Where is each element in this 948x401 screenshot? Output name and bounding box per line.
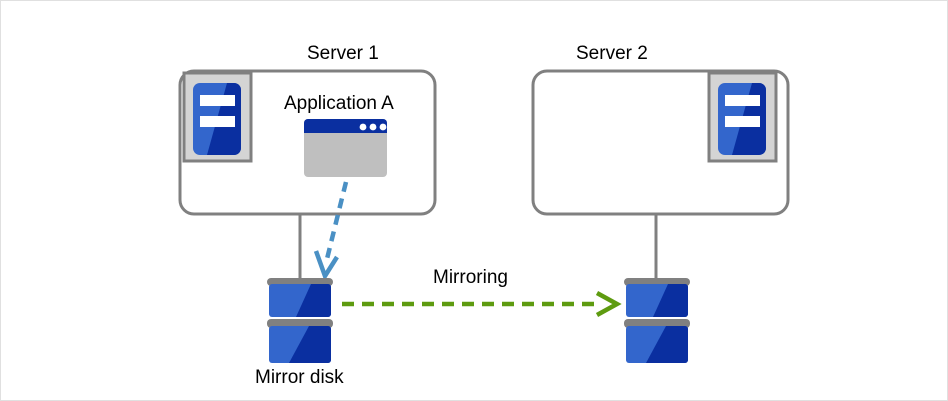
server1-title: Server 1 bbox=[307, 43, 379, 64]
server2-title: Server 2 bbox=[576, 43, 648, 64]
server-icon bbox=[182, 71, 253, 163]
server-icon bbox=[707, 71, 778, 163]
application-window-icon bbox=[304, 119, 387, 177]
application-label: Application A bbox=[284, 93, 394, 114]
dashed-mirroring-arrow-icon bbox=[342, 291, 622, 317]
mirroring-label: Mirroring bbox=[433, 267, 508, 288]
mirror-disk-label: Mirror disk bbox=[255, 367, 344, 388]
mirror-disk-icon bbox=[624, 278, 690, 363]
mirror-disk-icon bbox=[267, 278, 333, 363]
dashed-write-arrow-icon bbox=[313, 181, 349, 282]
